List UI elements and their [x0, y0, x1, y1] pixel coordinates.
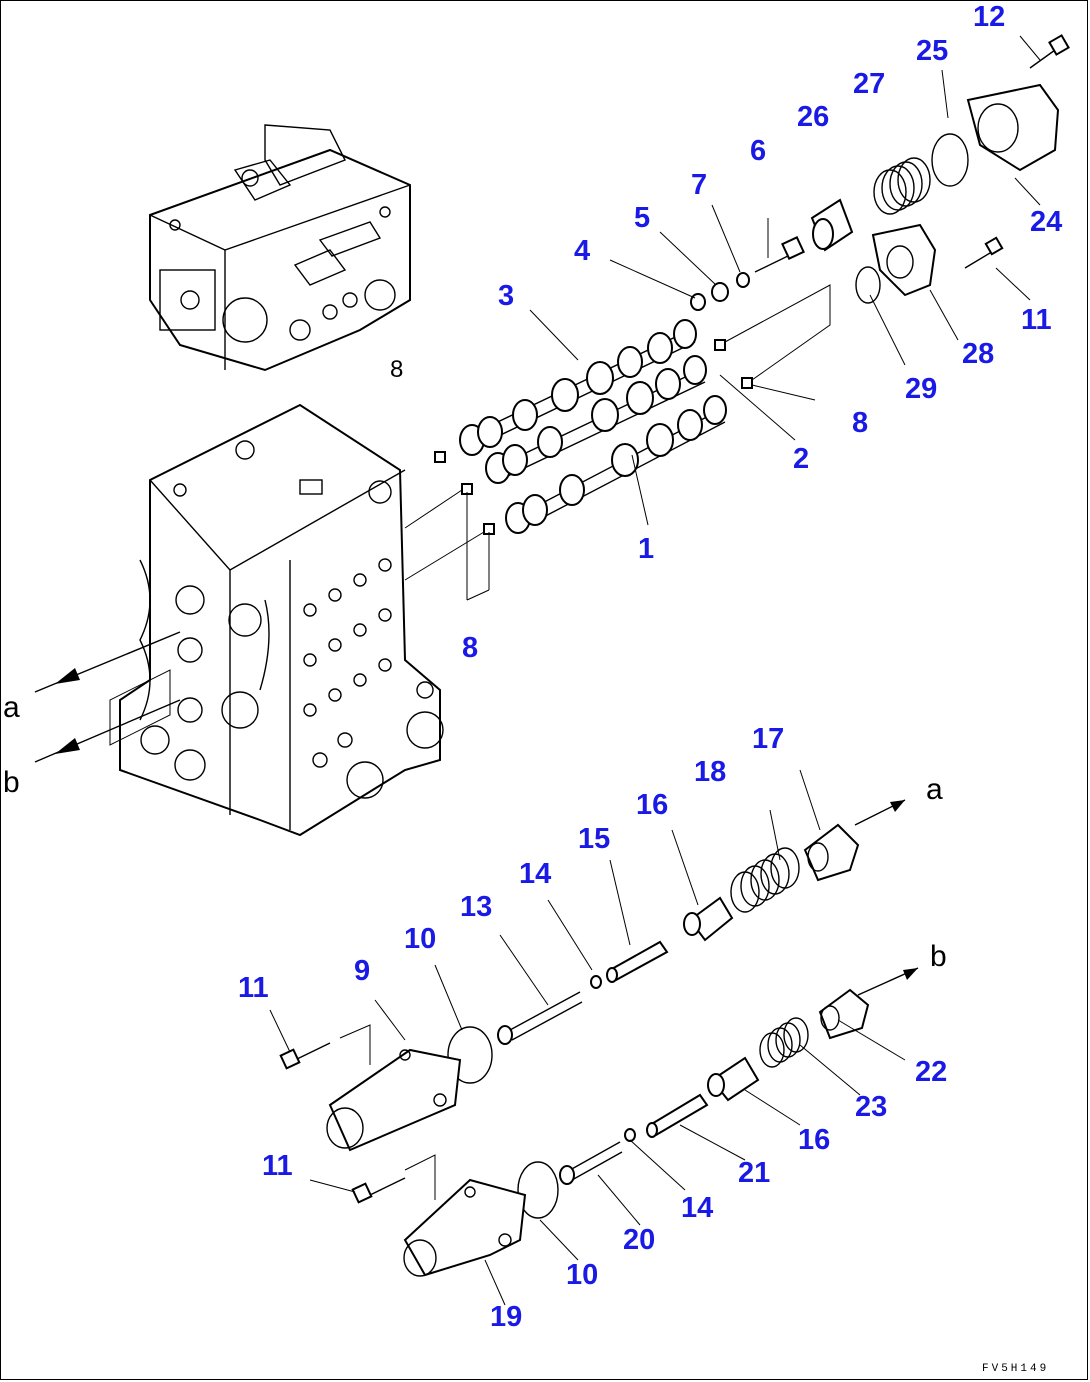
part-label-4: 4 [574, 235, 591, 267]
part-label-2: 2 [793, 443, 810, 475]
part-label-11-top: 11 [1021, 304, 1052, 336]
small-label-8: 8 [390, 356, 404, 383]
part-label-3: 3 [498, 280, 515, 312]
part-label-16-lower: 16 [798, 1124, 831, 1156]
part-label-21: 21 [738, 1157, 771, 1189]
part-label-15: 15 [578, 823, 611, 855]
spool-2 [485, 355, 707, 484]
arrows-a-b-in [34, 631, 181, 763]
part-label-29: 29 [905, 373, 938, 405]
lower-group-b [351, 967, 919, 1277]
upper-valve-body [149, 124, 411, 372]
part-label-11-middle: 11 [238, 972, 269, 1004]
part-label-26: 26 [797, 101, 830, 133]
ref-letter-b-right: b [930, 940, 947, 973]
part-label-6: 6 [750, 135, 767, 167]
part-label-10-lower: 10 [566, 1259, 599, 1291]
leader-lines [269, 35, 1041, 1306]
part-label-9: 9 [354, 955, 371, 987]
part-label-28: 28 [962, 338, 995, 370]
part-label-7: 7 [691, 169, 708, 201]
part-label-19: 19 [490, 1301, 523, 1333]
part-label-20: 20 [623, 1224, 656, 1256]
part-label-24: 24 [1030, 206, 1063, 238]
end-cover-group-upper [810, 34, 1070, 304]
part-label-14-upper: 14 [519, 858, 552, 890]
part-label-8-right: 8 [852, 407, 869, 439]
part-label-17: 17 [752, 723, 785, 755]
main-valve-body [119, 403, 444, 837]
ref-letter-a-left: a [3, 691, 20, 724]
spool-3 [459, 319, 697, 456]
lower-group-a [279, 799, 906, 1152]
small-parts-4-7-6 [690, 236, 805, 311]
part-label-25: 25 [916, 35, 949, 67]
part-label-13: 13 [460, 891, 493, 923]
spool-1 [505, 395, 727, 534]
part-label-5: 5 [634, 202, 651, 234]
plugs-8 [404, 284, 831, 601]
part-label-22: 22 [915, 1056, 948, 1088]
part-label-16-upper: 16 [636, 789, 669, 821]
part-label-1: 1 [638, 533, 655, 565]
part-label-11-bottom: 11 [262, 1150, 293, 1182]
part-label-27: 27 [853, 68, 886, 100]
drawing-code: FV5H149 [982, 1363, 1050, 1375]
part-label-10-upper: 10 [404, 923, 437, 955]
ref-letter-a-right: a [926, 773, 943, 806]
part-label-12: 12 [973, 1, 1006, 33]
part-label-18: 18 [694, 756, 727, 788]
part-label-14-lower: 14 [681, 1192, 714, 1224]
part-label-8-bottom: 8 [462, 632, 479, 664]
part-label-23: 23 [855, 1091, 888, 1123]
ref-letter-b-left: b [3, 766, 20, 799]
